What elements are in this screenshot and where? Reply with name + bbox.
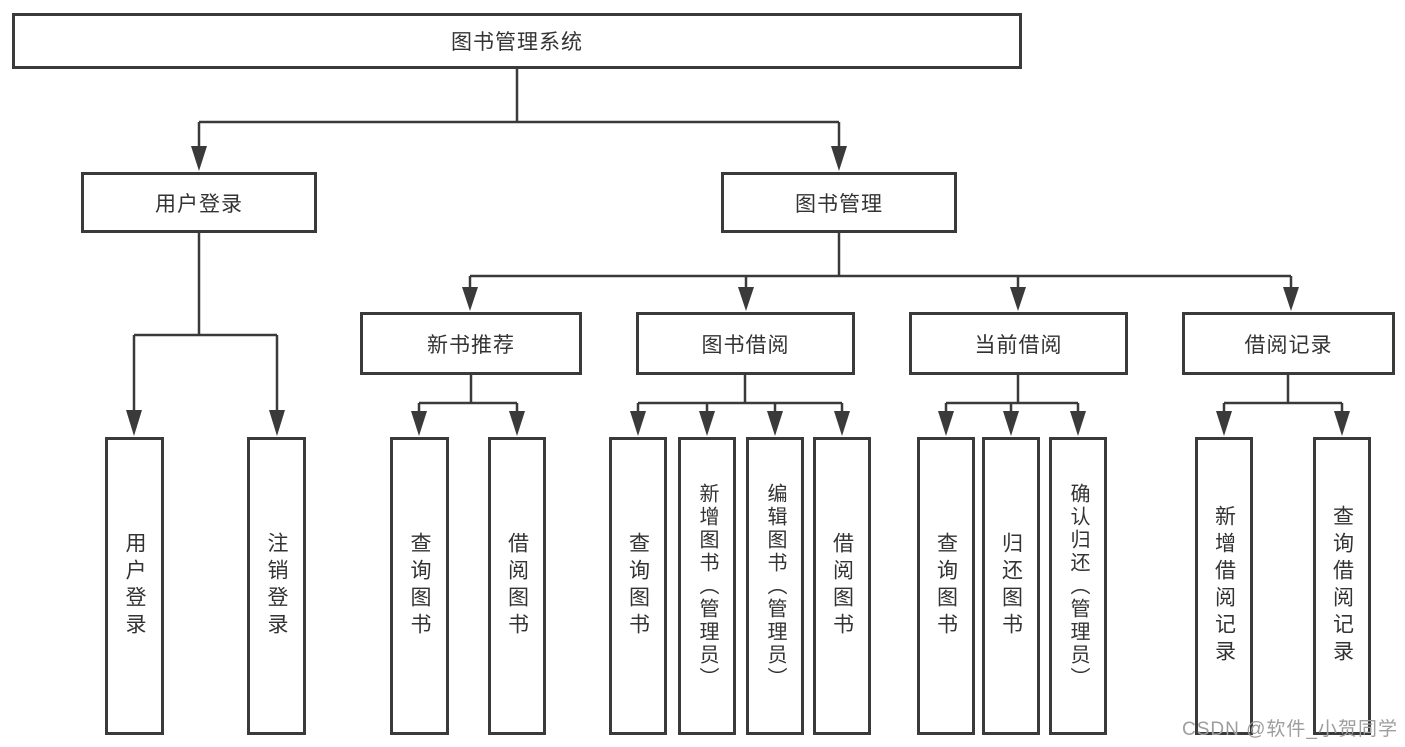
leaf-add-borrowing-record: 新增借阅记录 xyxy=(1195,437,1253,735)
connector-root-to-level2 xyxy=(197,68,841,150)
arrowheads-book-borrowing-branch xyxy=(630,411,850,436)
node-label: 当前借阅 xyxy=(974,333,1063,357)
node-label: 注销登录 xyxy=(265,532,288,640)
node-user-login: 用户登录 xyxy=(81,172,317,233)
leaf-return-book: 归还图书 xyxy=(982,437,1040,735)
leaf-query-books-recommend: 查询图书 xyxy=(390,437,449,735)
leaf-logout-login: 注销登录 xyxy=(247,437,306,735)
leaf-query-books-borrowing: 查询图书 xyxy=(609,437,667,735)
arrowheads-level2 xyxy=(191,146,847,171)
connector-borrowing-records-branch xyxy=(1222,375,1344,414)
leaf-query-borrowing-record: 查询借阅记录 xyxy=(1313,437,1371,735)
node-borrowing-records: 借阅记录 xyxy=(1182,312,1395,375)
node-library-management-system: 图书管理系统 xyxy=(12,13,1022,69)
arrowheads-borrowing-records-branch xyxy=(1216,411,1350,436)
node-label: 编辑图书（管理员） xyxy=(764,482,786,690)
leaf-query-books-current: 查询图书 xyxy=(917,437,975,735)
connector-current-borrowing-branch xyxy=(944,375,1080,414)
arrowheads-level3 xyxy=(462,287,1299,311)
leaf-user-login: 用户登录 xyxy=(105,437,164,735)
node-label: 借阅图书 xyxy=(830,532,854,640)
node-label: 借阅记录 xyxy=(1244,333,1333,357)
node-label: 查询图书 xyxy=(934,532,958,640)
node-new-book-recommendation: 新书推荐 xyxy=(360,312,582,375)
node-label: 查询图书 xyxy=(626,532,650,640)
node-book-borrowing: 图书借阅 xyxy=(636,312,855,375)
node-label: 查询图书 xyxy=(408,532,431,640)
node-label: 新书推荐 xyxy=(427,333,515,357)
connector-book-borrowing-branch xyxy=(636,375,844,414)
node-book-management: 图书管理 xyxy=(721,172,957,233)
node-label: 图书管理 xyxy=(795,192,883,216)
leaf-borrow-books-recommend: 借阅图书 xyxy=(488,437,546,735)
node-label: 查询借阅记录 xyxy=(1330,505,1354,667)
node-label: 新增图书（管理员） xyxy=(696,482,718,690)
node-label: 确认归还（管理员） xyxy=(1067,482,1089,690)
node-current-borrowing: 当前借阅 xyxy=(909,312,1128,375)
leaf-borrow-books-borrowing: 借阅图书 xyxy=(813,437,871,735)
arrowheads-current-borrowing-branch xyxy=(938,411,1086,436)
node-label: 图书借阅 xyxy=(701,333,790,357)
csdn-watermark: CSDN @软件_小贺同学 xyxy=(1182,719,1398,740)
node-label: 用户登录 xyxy=(123,532,146,640)
arrowheads-user-login-branch xyxy=(126,410,285,436)
node-label: 图书管理系统 xyxy=(451,31,583,54)
connector-book-management-branch xyxy=(468,233,1293,290)
leaf-edit-book-admin: 编辑图书（管理员） xyxy=(746,437,804,735)
node-label: 归还图书 xyxy=(999,532,1023,640)
leaf-confirm-return-admin: 确认归还（管理员） xyxy=(1049,437,1107,735)
node-label: 新增借阅记录 xyxy=(1212,505,1236,667)
node-label: 借阅图书 xyxy=(505,532,529,640)
leaf-add-book-admin: 新增图书（管理员） xyxy=(678,437,736,735)
arrowheads-new-book-branch xyxy=(411,411,525,436)
node-label: 用户登录 xyxy=(155,192,243,216)
connector-new-book-branch xyxy=(417,375,519,414)
connector-user-login-branch xyxy=(132,233,279,414)
